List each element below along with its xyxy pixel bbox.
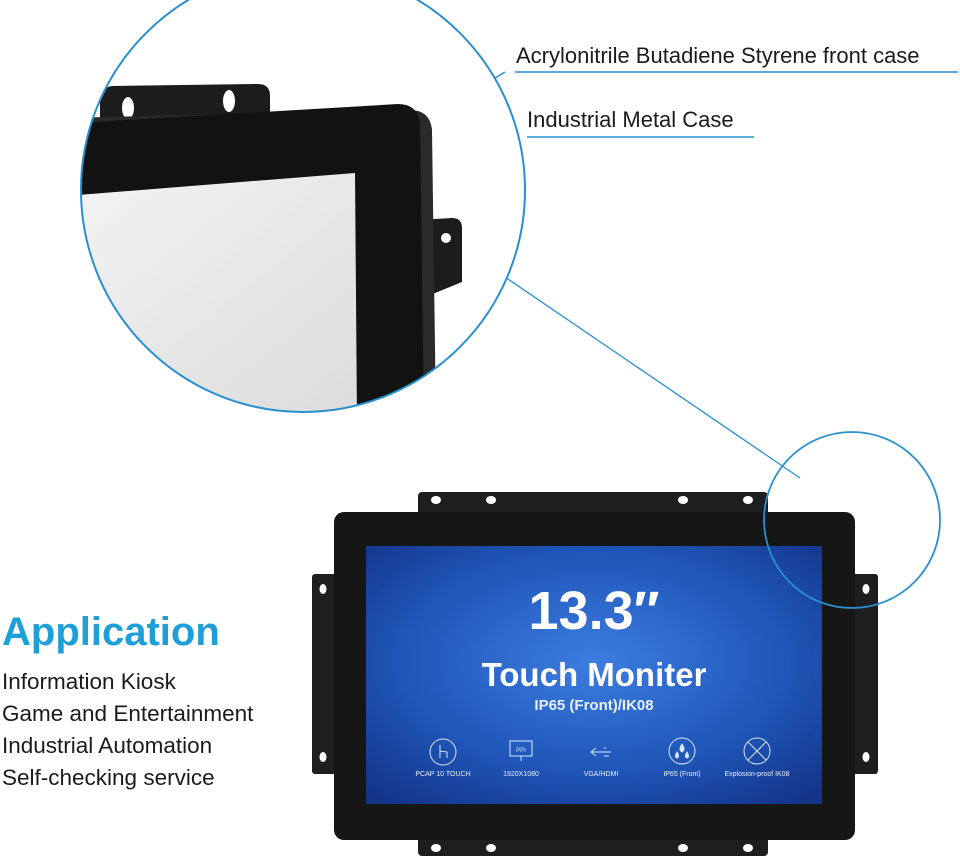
application-list: Information Kiosk Game and Entertainment… <box>2 666 253 794</box>
feature-label: 1920X1080 <box>503 771 539 778</box>
feature-label: Explosion-proof IK08 <box>724 771 790 778</box>
application-item: Self-checking service <box>2 765 215 790</box>
application-item: Game and Entertainment <box>2 701 254 726</box>
monitor-screen <box>366 546 822 804</box>
feature-label: VGA/HDMI <box>583 771 619 778</box>
touch-hand-icon <box>429 738 457 766</box>
bracket-holes <box>319 496 870 852</box>
front-case-label: Acrylonitrile Butadiene Styrene front ca… <box>516 43 920 68</box>
touch-hand-icon <box>439 745 448 758</box>
ppi-icon-text: PPI <box>516 748 526 754</box>
application-item: Information Kiosk <box>2 669 176 694</box>
magnifier-circle <box>80 0 526 413</box>
usb-icon <box>590 747 611 757</box>
zoom-connector-line <box>482 261 801 479</box>
explosion-proof-icon <box>747 741 767 761</box>
water-drops-icon <box>675 743 689 759</box>
application-item: Industrial Automation <box>2 733 213 758</box>
metal-case-label: Industrial Metal Case <box>527 107 734 132</box>
zoom-circle <box>763 431 941 609</box>
application-title: Application <box>2 610 220 654</box>
screen-size-text: 13.3″ <box>528 581 660 641</box>
water-drops-icon <box>668 737 696 765</box>
feature-label: IP65 (Front) <box>663 771 701 778</box>
explosion-proof-icon <box>743 737 771 765</box>
screen-spec-text: IP65 (Front)/IK08 <box>534 697 654 714</box>
feature-label: PCAP 10 TOUCH <box>415 771 471 778</box>
screen-product-text: Touch Moniter <box>481 656 707 693</box>
